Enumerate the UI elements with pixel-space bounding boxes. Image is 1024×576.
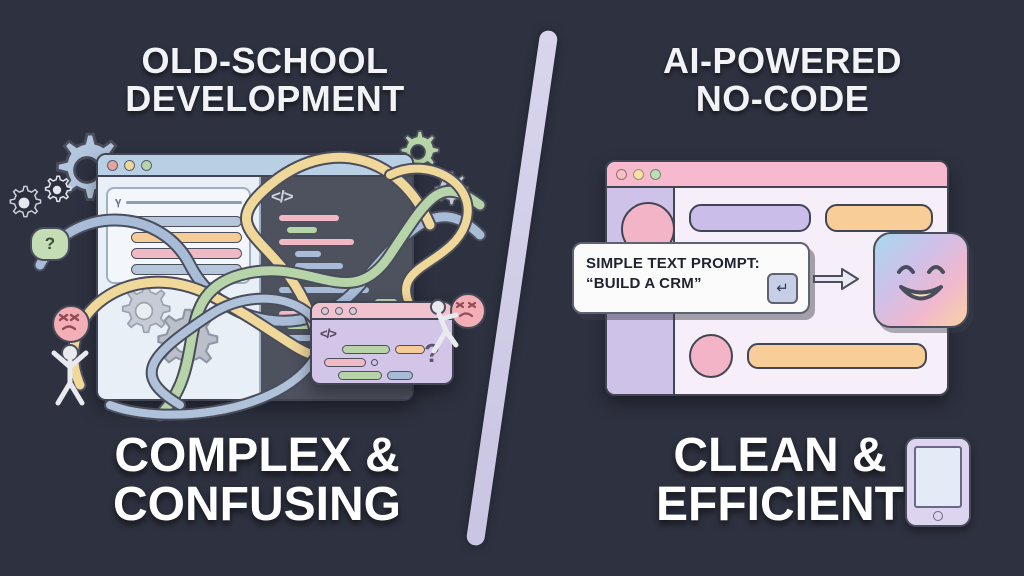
buggy-row-orange <box>395 345 425 354</box>
code-line <box>279 215 339 221</box>
avatar-circle-bottom <box>689 334 733 378</box>
window-dot-yellow[interactable] <box>633 168 644 180</box>
angry-face-left-icon <box>52 305 90 343</box>
form-line <box>126 201 242 204</box>
buggy-row-blue <box>387 371 413 380</box>
right-heading: AI-POWERED NO-CODE <box>663 40 902 120</box>
nocode-button-orange-wide[interactable] <box>747 343 927 369</box>
legacy-form-card: 𝛄 𝜓 <box>106 187 251 284</box>
smiley-result-tile[interactable] <box>873 232 969 328</box>
form-row-orange[interactable] <box>131 232 242 243</box>
prompt-card[interactable]: SIMPLE TEXT PROMPT: “BUILD A CRM” ↵ <box>572 242 810 314</box>
tablet-icon <box>905 437 971 527</box>
right-caption: CLEAN & EFFICIENT <box>656 429 904 531</box>
prompt-line-2: “BUILD A CRM” <box>586 275 702 293</box>
gear-small-dark-icon <box>9 185 42 218</box>
question-glyph: ? <box>44 234 56 253</box>
code-line <box>279 287 369 293</box>
enter-key-icon: ↵ <box>776 280 789 297</box>
buggy-row-green <box>342 345 390 354</box>
buggy-window-titlebar <box>312 303 452 320</box>
gear-gray-icon <box>434 170 470 206</box>
window-dot-red[interactable] <box>616 168 627 180</box>
code-line <box>295 263 343 269</box>
buggy-row-green-2 <box>338 371 382 380</box>
window-dot-2[interactable] <box>335 306 343 315</box>
window-dot-1[interactable] <box>321 306 329 315</box>
form-field-icon: 𝛄 <box>115 196 122 208</box>
old-school-illustration: 𝛄 𝜓 <box>9 125 490 422</box>
enter-key-button[interactable]: ↵ <box>767 273 798 304</box>
code-line <box>287 275 327 281</box>
form-row-blue[interactable] <box>126 216 242 227</box>
window-dot-red[interactable] <box>107 159 118 171</box>
smiley-face-icon <box>897 265 945 301</box>
angry-face-right-icon <box>450 293 486 329</box>
window-dot-green[interactable] <box>141 159 152 171</box>
legacy-window-titlebar <box>98 155 412 177</box>
buggy-row-pink <box>324 358 366 367</box>
prompt-line-1: SIMPLE TEXT PROMPT: <box>586 255 760 272</box>
form-row-blue-2[interactable] <box>131 264 242 275</box>
gear-small-dark-2-icon <box>44 175 72 203</box>
code-line <box>287 227 317 233</box>
nocode-body <box>675 188 947 394</box>
left-heading: OLD-SCHOOL DEVELOPMENT <box>125 40 405 120</box>
stick-figure-frustrated-icon <box>51 344 89 406</box>
arrow-right-icon <box>813 268 859 290</box>
inner-gear-b-icon <box>157 308 219 370</box>
nocode-window-titlebar <box>607 162 947 188</box>
window-dot-yellow[interactable] <box>124 159 135 171</box>
ai-nocode-illustration: SIMPLE TEXT PROMPT: “BUILD A CRM” ↵ <box>572 150 1000 410</box>
buggy-code-tag-icon: </> <box>320 326 337 341</box>
tablet-screen <box>914 446 962 508</box>
legacy-form-pane: 𝛄 𝜓 <box>98 177 261 399</box>
nocode-button-lavender[interactable] <box>689 204 811 232</box>
form-field-icon-2: 𝜓 <box>115 216 122 227</box>
speech-bubble-question: ? <box>30 227 70 261</box>
buggy-code-window: </> ? <box>310 301 454 385</box>
nocode-button-orange[interactable] <box>825 204 933 232</box>
code-line <box>279 239 354 245</box>
tablet-home-button <box>933 511 943 521</box>
code-line <box>295 251 321 257</box>
window-dot-3[interactable] <box>349 306 357 315</box>
code-tag-icon: </> <box>271 187 294 206</box>
stick-figure-pushing-icon <box>430 299 459 354</box>
window-dot-green[interactable] <box>650 168 661 180</box>
form-row-pink[interactable] <box>131 248 242 259</box>
left-caption: COMPLEX & CONFUSING <box>113 429 401 531</box>
buggy-row-dot <box>371 359 378 366</box>
